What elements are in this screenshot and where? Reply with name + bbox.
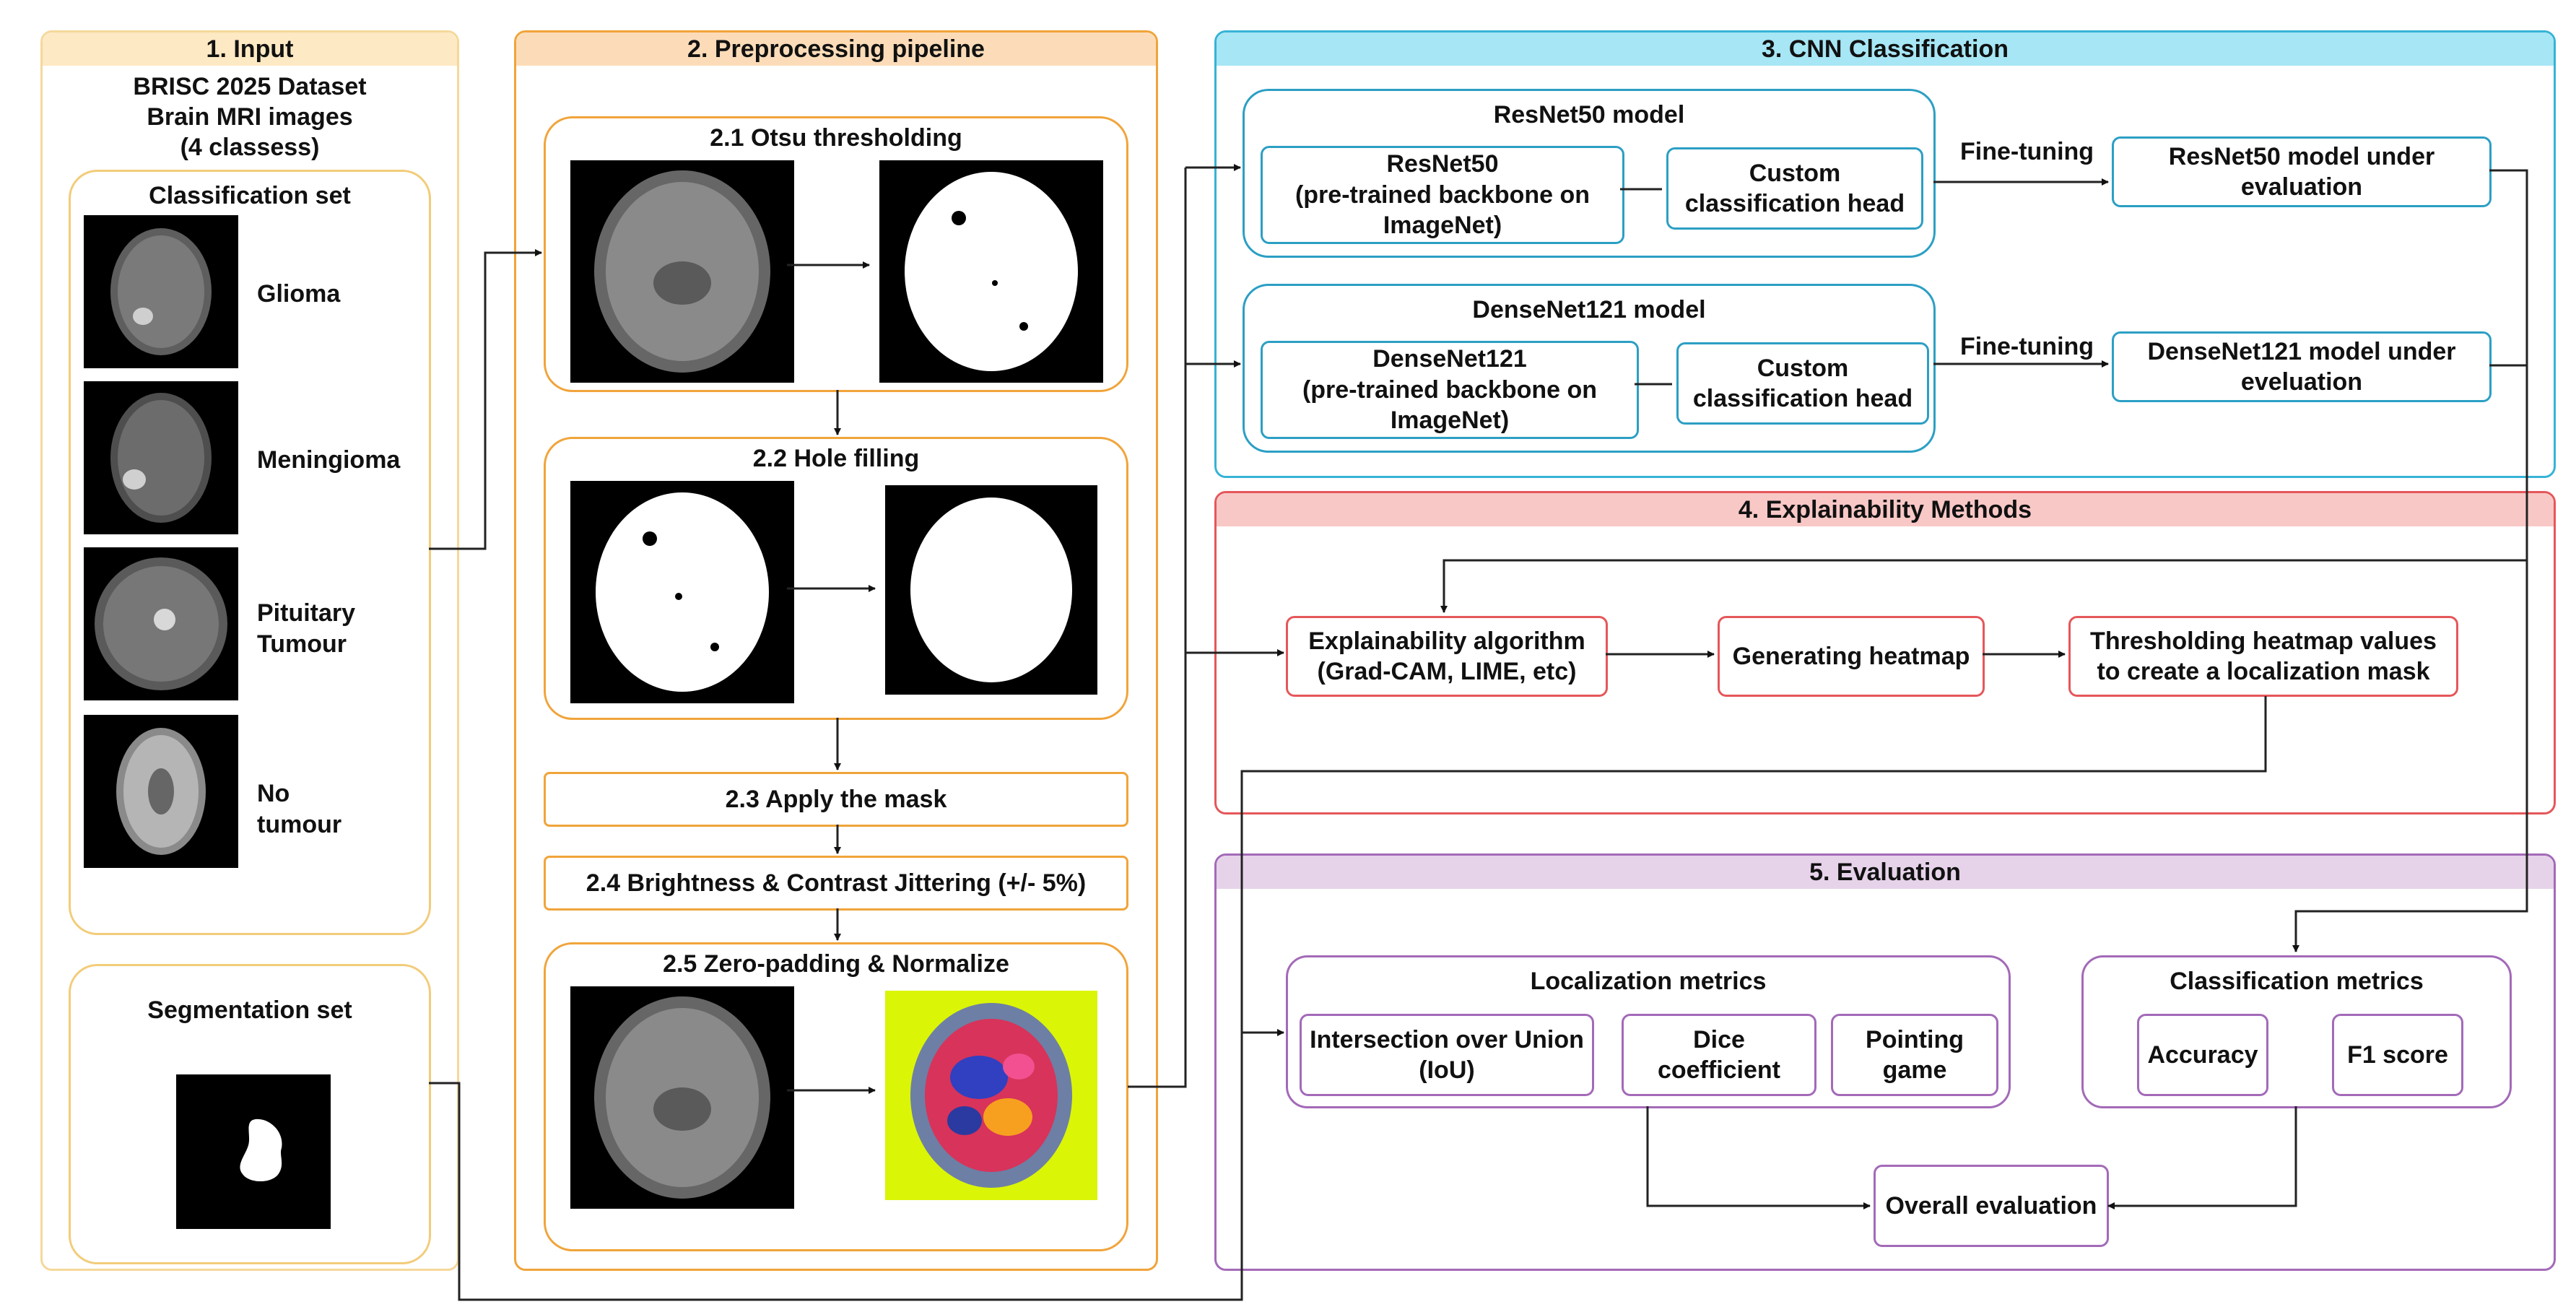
resnet-eval-label: ResNet50 model under evaluation — [2168, 142, 2435, 201]
generating-heatmap-box: Generating heatmap — [1718, 616, 1985, 697]
f1-score-label: F1 score — [2347, 1041, 2448, 1069]
evaluation-title: 5. Evaluation — [1809, 858, 1961, 886]
normalized-output-image — [885, 991, 1097, 1200]
hole-filling-title: 2.2 Hole filling — [752, 445, 920, 472]
class-label-meningioma: Meningioma — [257, 446, 401, 474]
zeropad-input-image — [570, 986, 794, 1209]
evaluation-panel-header: 5. Evaluation — [1217, 856, 2554, 889]
input-panel: 1. Input BRISC 2025 Dataset Brain MRI im… — [40, 30, 459, 1271]
evaluation-panel: 5. Evaluation Localization metrics Inter… — [1214, 853, 2556, 1271]
iou-box: Intersection over Union (IoU) — [1300, 1014, 1594, 1096]
segmentation-set-title: Segmentation set — [147, 996, 352, 1024]
glioma-mri-image — [84, 215, 238, 368]
classification-metrics-group: Classification metrics Accuracy F1 score — [2081, 955, 2512, 1108]
jitter-step: 2.4 Brightness & Contrast Jittering (+/-… — [544, 856, 1128, 911]
otsu-title: 2.1 Otsu thresholding — [710, 124, 962, 152]
class-label-no-tumour: No tumour — [257, 780, 342, 838]
resnet-finetune-label: Fine-tuning — [1960, 138, 2094, 165]
pointing-game-box: Pointing game — [1831, 1014, 1998, 1096]
accuracy-label: Accuracy — [2147, 1041, 2258, 1069]
apply-mask-step: 2.3 Apply the mask — [544, 772, 1128, 827]
segmentation-set-group: Segmentation set — [69, 964, 431, 1264]
classification-set-group: Classification set Glioma Meningioma Pit… — [69, 170, 431, 935]
zero-padding-group: 2.5 Zero-padding & Normalize — [544, 942, 1128, 1251]
classification-set-title: Classification set — [149, 182, 351, 209]
resnet-group-title: ResNet50 model — [1493, 101, 1685, 129]
jitter-label: 2.4 Brightness & Contrast Jittering (+/-… — [586, 869, 1087, 897]
otsu-group: 2.1 Otsu thresholding — [544, 116, 1128, 392]
classification-metrics-title: Classification metrics — [2170, 968, 2424, 995]
preprocessing-panel: 2. Preprocessing pipeline 2.1 Otsu thres… — [514, 30, 1158, 1271]
dataset-line-1: BRISC 2025 Dataset — [133, 73, 367, 100]
densenet-backbone-box: DenseNet121 (pre-trained backbone on Ima… — [1261, 341, 1639, 439]
explainability-algorithm-box: Explainability algorithm (Grad-CAM, LIME… — [1286, 616, 1608, 697]
otsu-input-image — [570, 160, 794, 383]
dataset-line-3: (4 classess) — [180, 134, 320, 161]
densenet-finetune-label: Fine-tuning — [1960, 333, 2094, 360]
densenet-eval-box: DenseNet121 model under eveluation — [2112, 331, 2492, 402]
densenet-eval-label: DenseNet121 model under eveluation — [2147, 337, 2456, 396]
dataset-line-2: Brain MRI images — [147, 103, 353, 131]
explainability-panel-header: 4. Explainability Methods — [1217, 493, 2554, 526]
class-label-glioma: Glioma — [257, 280, 341, 308]
zero-padding-title: 2.5 Zero-padding & Normalize — [663, 950, 1009, 978]
input-panel-header: 1. Input — [43, 32, 457, 66]
localization-metrics-group: Localization metrics Intersection over U… — [1286, 955, 2011, 1108]
preprocessing-title: 2. Preprocessing pipeline — [687, 35, 985, 63]
class-label-pituitary: Pituitary Tumour — [257, 599, 356, 658]
densenet-head-box: Custom classification head — [1676, 342, 1929, 425]
input-title: 1. Input — [206, 35, 294, 63]
densenet-group-title: DenseNet121 model — [1472, 296, 1706, 323]
f1-score-box: F1 score — [2332, 1014, 2463, 1096]
overall-evaluation-box: Overall evaluation — [1874, 1165, 2109, 1247]
generating-heatmap-label: Generating heatmap — [1732, 642, 1970, 670]
preprocessing-panel-header: 2. Preprocessing pipeline — [516, 32, 1156, 66]
apply-mask-label: 2.3 Apply the mask — [725, 785, 947, 813]
segmentation-mask-image — [176, 1074, 331, 1229]
dice-box: Dice coefficient — [1622, 1014, 1816, 1096]
cnn-panel: 3. CNN Classification ResNet50 model Res… — [1214, 30, 2556, 478]
localization-metrics-title: Localization metrics — [1530, 968, 1767, 995]
otsu-output-image — [879, 160, 1103, 383]
hole-output-image — [885, 485, 1097, 695]
resnet-eval-box: ResNet50 model under evaluation — [2112, 136, 2492, 207]
cnn-title: 3. CNN Classification — [1762, 35, 2009, 63]
no-tumour-mri-image — [84, 715, 238, 868]
resnet-head-box: Custom classification head — [1666, 147, 1923, 230]
overall-evaluation-label: Overall evaluation — [1885, 1191, 2097, 1220]
hole-filling-group: 2.2 Hole filling — [544, 437, 1128, 720]
thresholding-heatmap-box: Thresholding heatmap values to create a … — [2068, 616, 2458, 697]
resnet-group: ResNet50 model ResNet50 (pre-trained bac… — [1243, 89, 1936, 258]
resnet-backbone-box: ResNet50 (pre-trained backbone on ImageN… — [1261, 146, 1624, 244]
explainability-panel: 4. Explainability Methods Explainability… — [1214, 491, 2556, 814]
pituitary-mri-image — [84, 547, 238, 700]
cnn-panel-header: 3. CNN Classification — [1217, 32, 2554, 66]
densenet-group: DenseNet121 model DenseNet121 (pre-train… — [1243, 284, 1936, 453]
accuracy-box: Accuracy — [2137, 1014, 2268, 1096]
explainability-title: 4. Explainability Methods — [1738, 495, 2032, 524]
hole-input-image — [570, 481, 794, 703]
meningioma-mri-image — [84, 381, 238, 534]
